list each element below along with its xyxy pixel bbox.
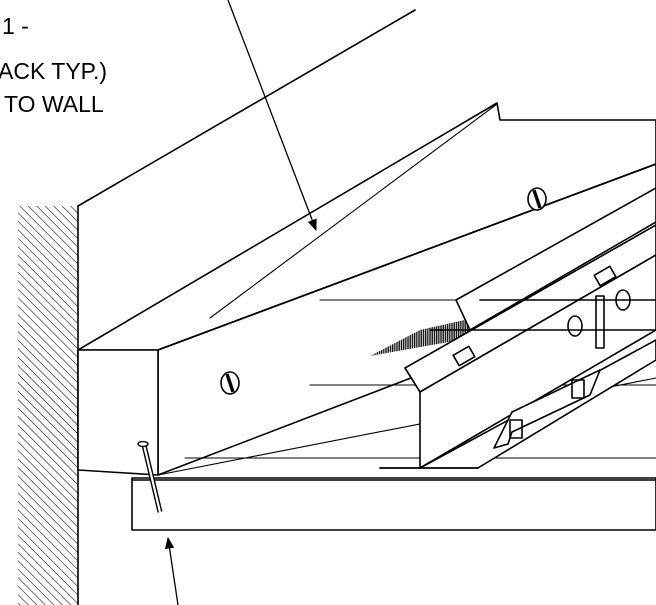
- wall-section: [18, 205, 79, 605]
- cross-tee: [429, 299, 656, 331]
- main-tee-runner: [379, 187, 656, 469]
- callout-label: 1 - ACK TYP.) TO WALL: [0, 13, 107, 117]
- wall-angle-top-plane: [77, 9, 416, 207]
- leader-arrow-icon: [227, 0, 317, 232]
- callout-line-2: ACK TYP.): [0, 58, 107, 84]
- wall-molding-block: [77, 102, 656, 476]
- callout-line-3: TO WALL: [4, 91, 104, 117]
- screw-head-icon: [527, 187, 547, 211]
- leader-arrow-icon: [164, 536, 179, 605]
- screw-head-icon: [220, 371, 240, 395]
- callout-line-1: 1 -: [2, 13, 29, 39]
- nail-icon: [137, 440, 163, 513]
